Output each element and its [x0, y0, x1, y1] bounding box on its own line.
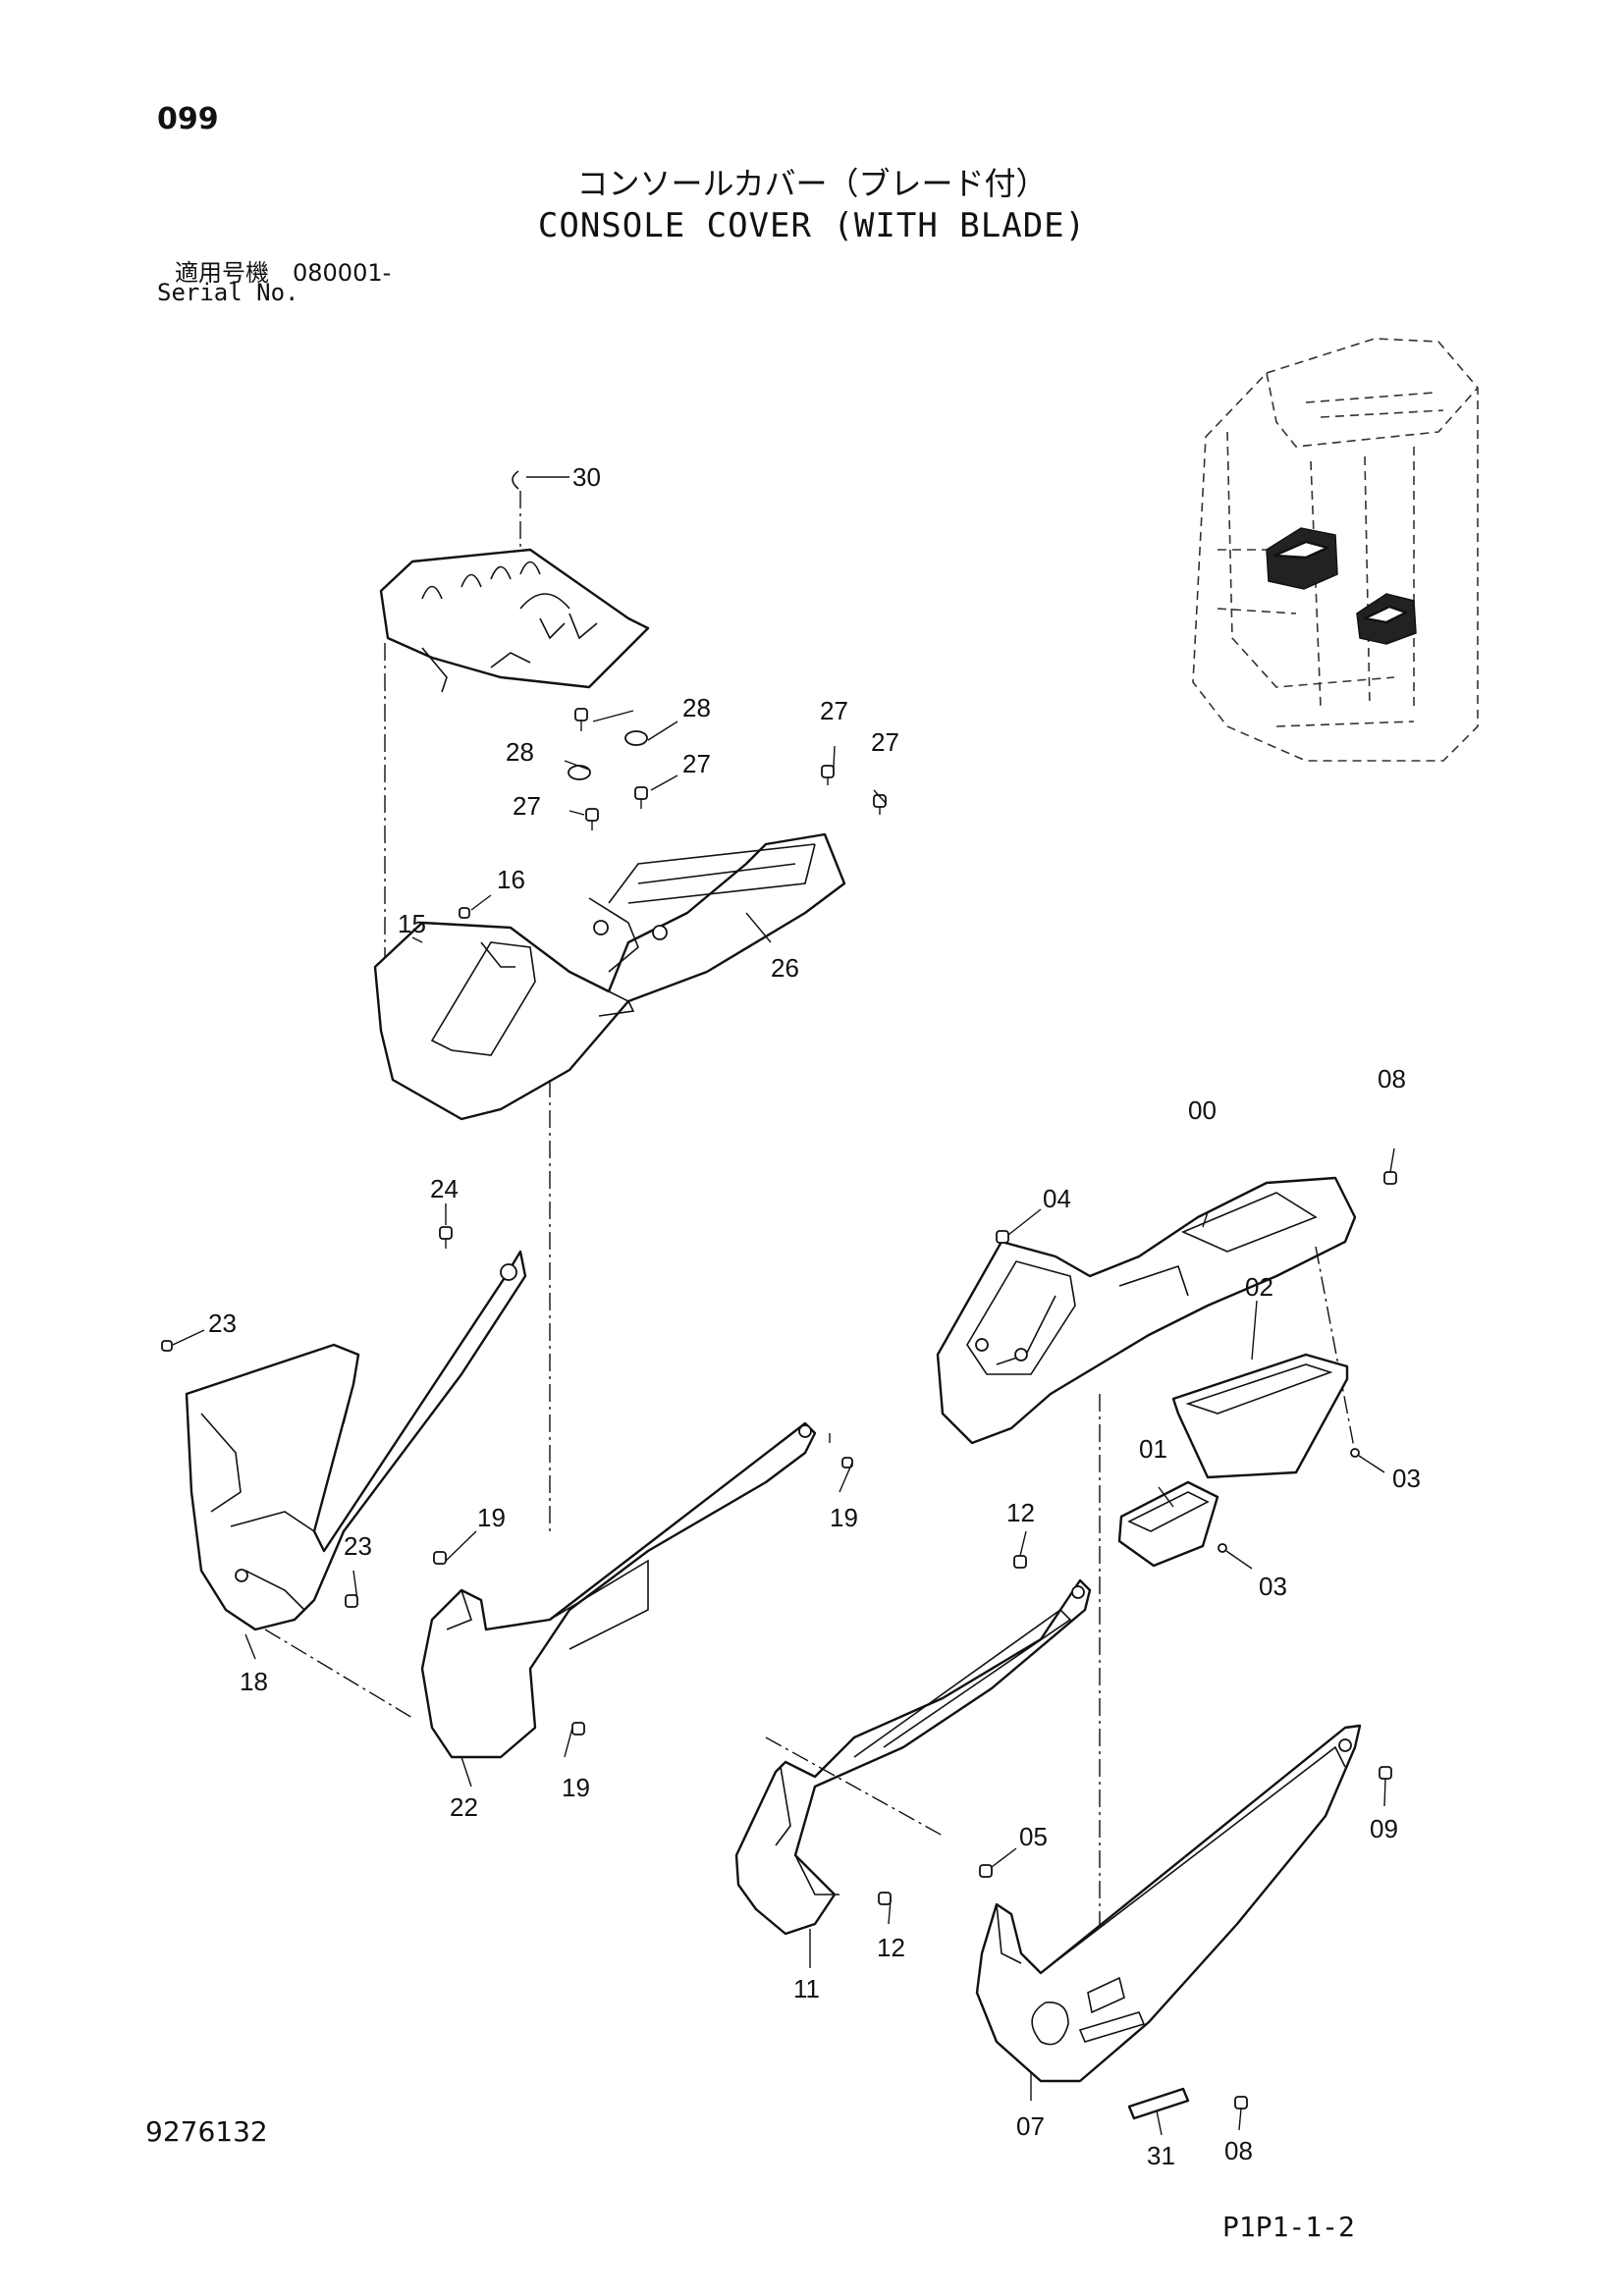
callout-00: 00 [1188, 1095, 1217, 1125]
upper-console-cover [373, 832, 846, 1531]
right-front-cover [975, 1724, 1362, 2083]
right-console-cover [936, 1176, 1357, 1983]
callout-27-d: 27 [513, 791, 541, 821]
switch-panel [379, 470, 650, 972]
bolt-icon [345, 1594, 358, 1608]
clip-icon [512, 470, 519, 490]
left-rear-cover [185, 1250, 527, 1719]
page-number: 099 [157, 102, 219, 136]
callout-09: 09 [1370, 1814, 1398, 1843]
bolt-icon [585, 808, 599, 830]
callout-30: 30 [572, 462, 601, 492]
callout-labels: 30 28 28 27 27 27 27 16 15 26 24 23 23 1… [208, 462, 1421, 2170]
bolt-icon [634, 786, 648, 809]
bolt-icon [1383, 1171, 1397, 1185]
callout-28-a: 28 [682, 693, 711, 722]
callout-11: 11 [793, 1974, 820, 2003]
callout-12-a: 12 [1006, 1498, 1035, 1527]
bolt-icon [161, 1340, 173, 1352]
pocket-tray [1117, 1353, 1349, 1568]
bolt-icon [568, 765, 591, 780]
title-japanese: コンソールカバー（ブレード付） [576, 165, 1048, 202]
callout-23-a: 23 [208, 1308, 237, 1338]
callout-19-b: 19 [830, 1503, 858, 1532]
callout-27-a: 27 [820, 696, 848, 725]
document-number: 9276132 [145, 2115, 268, 2148]
bolt-icon [624, 730, 648, 746]
callout-15: 15 [398, 909, 426, 938]
bolt-icon [574, 708, 588, 731]
bolt-icon [873, 794, 887, 815]
callout-24: 24 [430, 1174, 459, 1203]
serial-label-english: Serial No. [157, 279, 299, 306]
bolt-icon [878, 1892, 892, 1905]
serial-label-japanese: 適用号機 080001- [175, 259, 392, 287]
callout-03-b: 03 [1259, 1572, 1287, 1601]
callout-27-c: 27 [682, 749, 711, 778]
plug-icon [1031, 2002, 1069, 2046]
bolt-icon [571, 1722, 585, 1735]
fasteners [161, 708, 1397, 2109]
bolt-icon [439, 1226, 453, 1249]
callout-02: 02 [1245, 1272, 1273, 1302]
left-front-cover [420, 1421, 831, 1759]
right-rear-cover [734, 1578, 1092, 1936]
callout-03-a: 03 [1392, 1464, 1421, 1493]
callout-23-b: 23 [344, 1531, 372, 1561]
excavator-cab-icon [1192, 338, 1479, 762]
callout-05: 05 [1019, 1822, 1048, 1851]
callout-16: 16 [497, 865, 525, 894]
bolt-icon [979, 1864, 993, 1878]
callout-28-b: 28 [506, 737, 534, 767]
callout-08-a: 08 [1378, 1064, 1406, 1094]
callout-18: 18 [240, 1667, 268, 1696]
bolt-icon [433, 1551, 447, 1565]
callout-19-c: 19 [562, 1773, 590, 1802]
callout-27-b: 27 [871, 727, 899, 757]
bolt-icon [1379, 1766, 1392, 1780]
callout-08-b: 08 [1224, 2136, 1253, 2165]
callout-07: 07 [1016, 2111, 1045, 2141]
callout-01: 01 [1139, 1434, 1167, 1464]
title-english: CONSOLE COVER (WITH BLADE) [537, 206, 1087, 245]
bolt-icon [1013, 1555, 1027, 1569]
callout-19-a: 19 [477, 1503, 506, 1532]
bolt-icon [996, 1230, 1009, 1244]
bolt-icon [821, 765, 835, 785]
bolt-icon [1234, 2096, 1248, 2109]
decal-plate [1127, 2087, 1190, 2120]
page-reference: P1P1-1-2 [1222, 2211, 1355, 2243]
callout-26: 26 [771, 953, 799, 983]
bolt-icon [459, 907, 470, 919]
callout-04: 04 [1043, 1184, 1071, 1213]
callout-31: 31 [1147, 2141, 1175, 2170]
leader-lines [172, 710, 1395, 2136]
callout-12-b: 12 [877, 1933, 905, 1962]
callout-22: 22 [450, 1792, 478, 1822]
